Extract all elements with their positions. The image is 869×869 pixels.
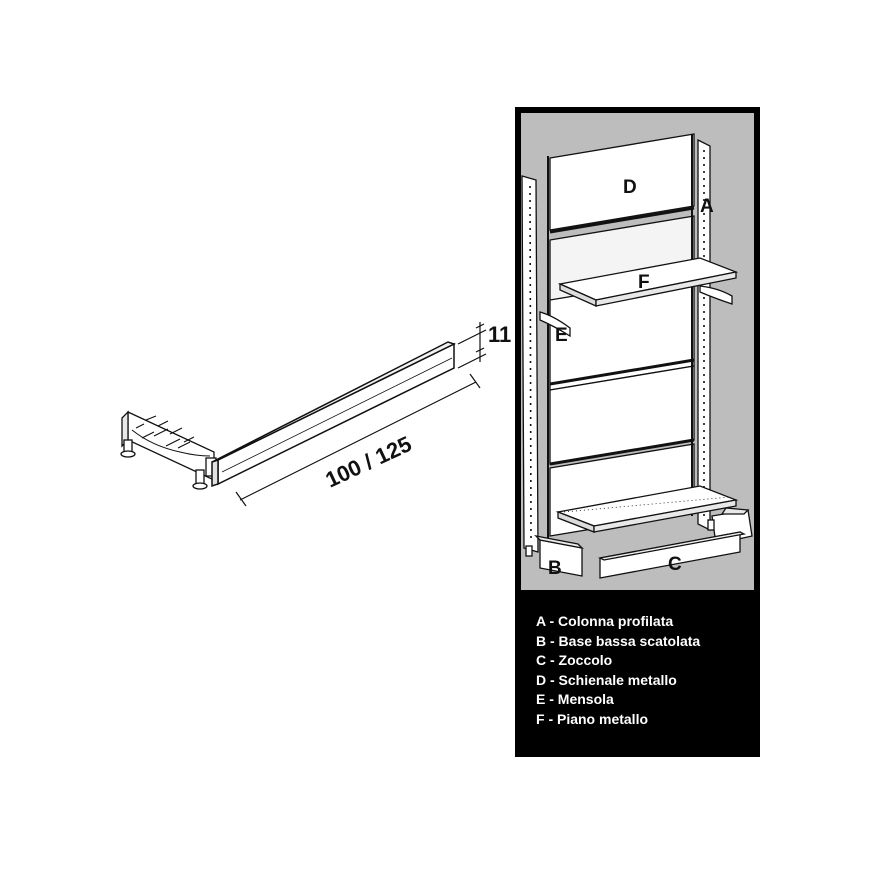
label-f: F (638, 272, 650, 293)
base-left (525, 534, 584, 577)
shelving-unit (521, 133, 753, 579)
label-b: B (548, 558, 562, 579)
parts-legend: A - Colonna profilata B - Base bassa sca… (536, 612, 756, 729)
label-a: A (700, 196, 714, 217)
label-d: D (623, 177, 637, 198)
bracket-e (539, 311, 571, 338)
base-bracket (120, 410, 217, 490)
shelf-upper (557, 257, 739, 308)
plinth-panel (211, 341, 456, 488)
dimension-length (235, 373, 481, 507)
legend-item-f: F - Piano metallo (536, 710, 649, 727)
legend-item-d: D - Schienale metallo (536, 671, 677, 688)
plinth-c (597, 531, 747, 579)
shelf-lower (555, 485, 739, 533)
label-c: C (668, 554, 682, 575)
legend-item-b: B - Base bassa scatolata (536, 632, 701, 649)
dimension-height-label: 11 (488, 322, 511, 347)
column-left (521, 175, 539, 553)
dimension-height (457, 322, 487, 369)
label-e: E (555, 325, 568, 346)
dimension-length-label: 100 / 125 (322, 431, 416, 492)
back-panels (547, 133, 695, 540)
legend-item-c: C - Zoccolo (536, 652, 613, 668)
legend-item-a: A - Colonna profilata (536, 613, 674, 629)
legend-item-e: E - Mensola (536, 691, 614, 707)
